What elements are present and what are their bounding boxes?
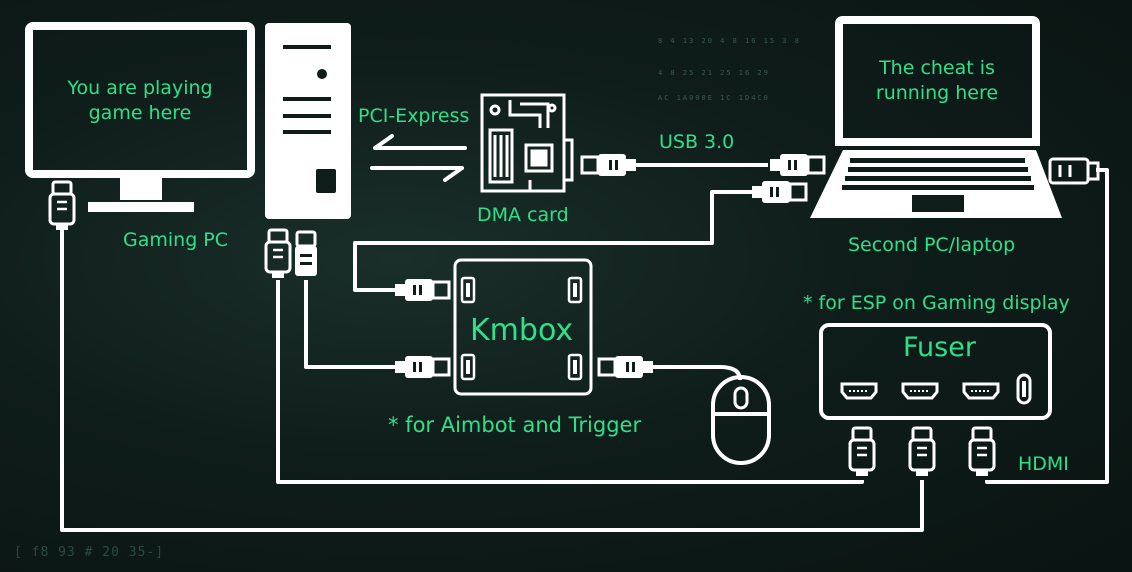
gaming-monitor: [25, 22, 255, 212]
cable-kmbox-mouse: [653, 365, 742, 381]
background-code-line-3: AC 1A000E 1C 1D4C0: [658, 94, 770, 102]
cable-monitor-fuser: [60, 228, 924, 532]
mouse-icon: [711, 375, 771, 465]
cable-laptop-fuser: [985, 168, 1109, 484]
cables: [60, 163, 1109, 532]
pcie-label: PCI-Express: [358, 105, 470, 127]
dma-usb-connector: [582, 154, 636, 176]
cable-pc-fuser: [276, 280, 864, 484]
usb-label: USB 3.0: [659, 131, 735, 153]
pc-usb-connector: [295, 230, 317, 276]
kmbox-usb-connector-bottom: [393, 354, 451, 380]
dma-card-icon: [480, 93, 574, 193]
fuser-device: [819, 323, 1052, 420]
pcie-arrows: [370, 134, 467, 182]
kmbox-note: * for Aimbot and Trigger: [388, 413, 642, 437]
gaming-monitor-screen-text: You are playing game here: [67, 77, 213, 124]
cable-pc-kmbox: [304, 280, 395, 369]
fuser-hdmi-connector-1: [848, 426, 876, 478]
background-corner-code: [ f8 93 # 20 35-]: [14, 545, 165, 560]
background-code-line-2: 4 8 25 21 25 16 29: [658, 69, 770, 77]
laptop-label: Second PC/laptop: [848, 234, 1016, 256]
monitor-hdmi-connector: [48, 180, 76, 232]
laptop-usb-connector-bottom: [750, 179, 808, 205]
kmbox-usb-connector-mouse: [599, 356, 653, 378]
pc-hdmi-connector: [264, 228, 292, 280]
kmbox-device: [453, 258, 593, 396]
laptop-usb-connector-top: [768, 152, 826, 178]
kmbox-title: Kmbox: [470, 313, 574, 348]
laptop-screen-text: The cheat is running here: [875, 57, 999, 104]
dma-card-label: DMA card: [477, 204, 569, 226]
laptop: [810, 16, 1062, 218]
cable-laptop-kmbox: [353, 190, 752, 292]
fuser-title: Fuser: [903, 332, 976, 363]
gaming-pc-label: Gaming PC: [123, 229, 229, 251]
kmbox-usb-connector-top: [393, 277, 451, 303]
laptop-hdmi-connector: [1048, 157, 1100, 185]
fuser-hdmi-connector-2: [908, 426, 936, 478]
hdmi-label: HDMI: [1018, 453, 1069, 475]
fuser-hdmi-connector-3: [968, 426, 996, 478]
fuser-note: * for ESP on Gaming display: [803, 292, 1070, 314]
gaming-pc-tower: [265, 23, 351, 219]
background-code-line-1: 8 4 13 20 4 8 16 15 3 8: [658, 37, 801, 45]
